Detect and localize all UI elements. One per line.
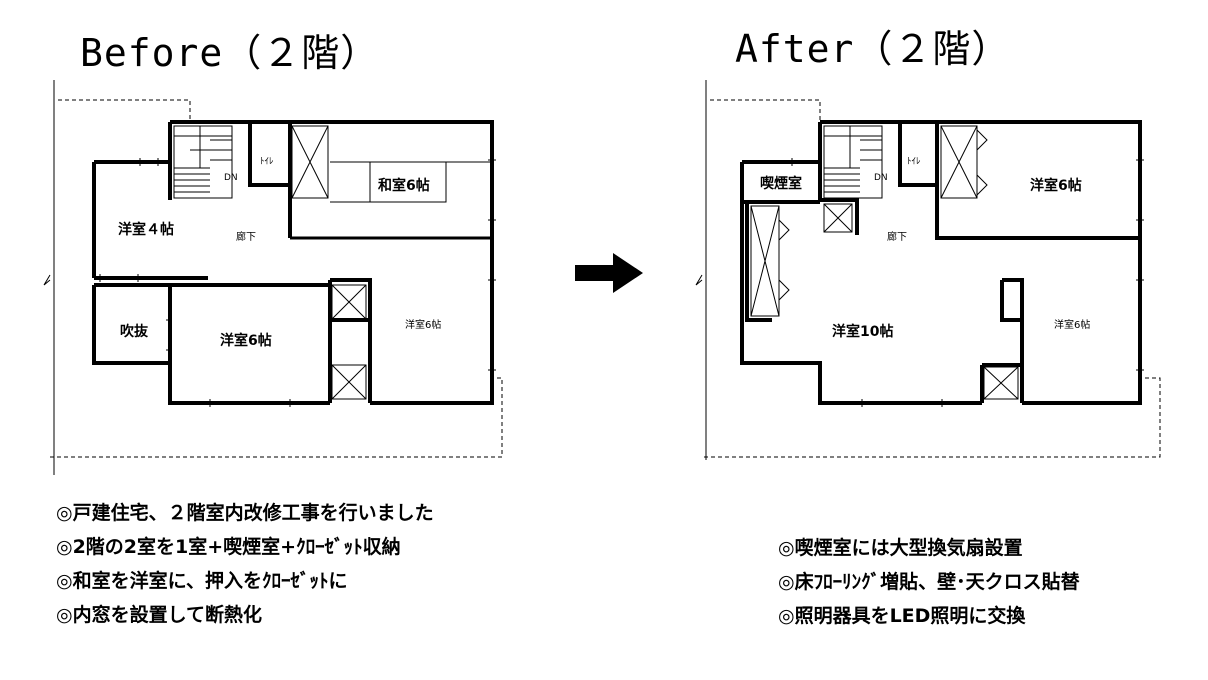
note-line: ◎床ﾌﾛｰﾘﾝｸﾞ増貼、壁･天クロス貼替 — [778, 571, 1080, 593]
note-line: ◎内窓を設置して断熱化 — [56, 604, 263, 626]
room-rouka: 廊下 — [887, 230, 907, 243]
windows — [99, 158, 496, 407]
before-title: Before（２階） — [80, 31, 380, 75]
arrow-icon — [575, 253, 643, 293]
before-floor-plan: 和室6帖 洋室４帖 廊下 吹抜 洋室6帖 洋室6帖 ﾄｲﾚ DN — [43, 80, 503, 475]
windows — [791, 158, 1144, 407]
notes-right: ◎喫煙室には大型換気扇設置 ◎床ﾌﾛｰﾘﾝｸﾞ増貼、壁･天クロス貼替 ◎照明器具… — [778, 531, 1080, 633]
closets — [291, 125, 492, 400]
room-rouka: 廊下 — [236, 230, 256, 243]
room-washitsu: 和室6帖 — [378, 177, 430, 194]
room-yoshitsu6-top: 洋室6帖 — [1030, 177, 1082, 194]
note-line: ◎喫煙室には大型換気扇設置 — [778, 537, 1023, 559]
site-outline — [695, 80, 1161, 460]
site-outline — [43, 80, 503, 475]
walls — [740, 120, 1142, 405]
after-floor-plan: 喫煙室 洋室6帖 廊下 洋室10帖 洋室6帖 ﾄｲﾚ DN — [695, 80, 1161, 460]
closets — [750, 125, 1019, 400]
room-yoshitsu6-right: 洋室6帖 — [405, 318, 441, 331]
room-yoshitsu6-center: 洋室6帖 — [220, 332, 272, 349]
room-yoshitsu6-right: 洋室6帖 — [1054, 318, 1090, 331]
note-line: ◎戸建住宅、２階室内改修工事を行いました — [56, 502, 434, 524]
walls — [92, 120, 494, 405]
notes-left: ◎戸建住宅、２階室内改修工事を行いました ◎2階の2室を1室+喫煙室+ｸﾛｰｾﾞ… — [56, 496, 434, 632]
note-line: ◎和室を洋室に、押入をｸﾛｰｾﾞｯﾄに — [56, 570, 348, 592]
room-toilet: ﾄｲﾚ — [907, 157, 921, 167]
stair-dn: DN — [224, 173, 238, 183]
note-line: ◎照明器具をLED照明に交換 — [778, 605, 1026, 627]
room-toilet: ﾄｲﾚ — [260, 157, 274, 167]
after-title: After（２階） — [735, 27, 1011, 71]
room-kitsuenshitsu: 喫煙室 — [760, 175, 802, 192]
note-line: ◎2階の2室を1室+喫煙室+ｸﾛｰｾﾞｯﾄ収納 — [56, 536, 401, 558]
stairs — [823, 125, 883, 199]
room-yoshitsu4: 洋室４帖 — [118, 221, 174, 238]
room-yoshitsu10: 洋室10帖 — [832, 323, 893, 340]
stairs — [173, 125, 233, 199]
stair-dn: DN — [874, 173, 888, 183]
room-fukinuke: 吹抜 — [120, 323, 149, 340]
